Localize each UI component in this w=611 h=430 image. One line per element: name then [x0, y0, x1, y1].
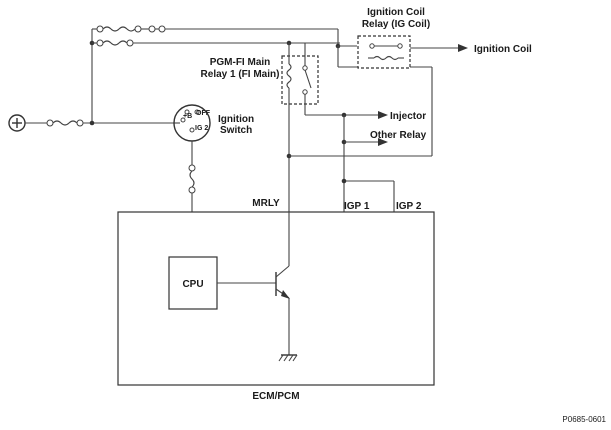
pgm-fi-main-relay: [281, 43, 319, 115]
arrow-right-icon: [378, 111, 388, 119]
second-fuse-line: [92, 39, 340, 47]
ignition-coil-relay-label: Relay (IG Coil): [362, 19, 430, 30]
transistor: [217, 212, 290, 355]
ignition-coil-relay: [357, 35, 411, 69]
figure-code: P0685-0601: [562, 415, 606, 424]
mrly-label: MRLY: [252, 198, 280, 209]
junction-dot: [89, 120, 95, 126]
pgm-fi-relay-label: PGM-FI Main: [210, 57, 271, 68]
igp1-label: IGP 1: [344, 201, 370, 212]
other-relay-label: Other Relay: [370, 130, 427, 141]
ignition-coil-relay-label: Ignition Coil: [367, 7, 425, 18]
top-fuse-line: [92, 25, 339, 46]
switch-off-label: OFF: [196, 110, 211, 117]
igp2-label: IGP 2: [396, 201, 422, 212]
main-battery-wire: [25, 119, 175, 127]
ignition-switch: +B OFF IG 2: [173, 104, 211, 142]
cpu-box: [168, 256, 218, 310]
battery-terminal: [8, 114, 26, 132]
arrow-right-icon: [378, 138, 388, 146]
ground-icon: [278, 354, 298, 362]
ignition-switch-label: Ignition: [218, 114, 254, 125]
injector-label: Injector: [390, 111, 426, 122]
switch-ig2-label: IG 2: [195, 125, 208, 132]
arrow-right-icon: [458, 44, 468, 52]
ecm-pcm-box: [117, 211, 435, 386]
ecm-pcm-label: ECM/PCM: [252, 391, 299, 402]
ignition-coil-label: Ignition Coil: [474, 44, 532, 55]
ignition-switch-label: Switch: [220, 125, 252, 136]
cpu-label: CPU: [182, 279, 203, 290]
pgm-fi-relay-label: Relay 1 (FI Main): [201, 69, 280, 80]
switch-b-label: +B: [183, 113, 192, 120]
junction-dot: [341, 178, 347, 184]
